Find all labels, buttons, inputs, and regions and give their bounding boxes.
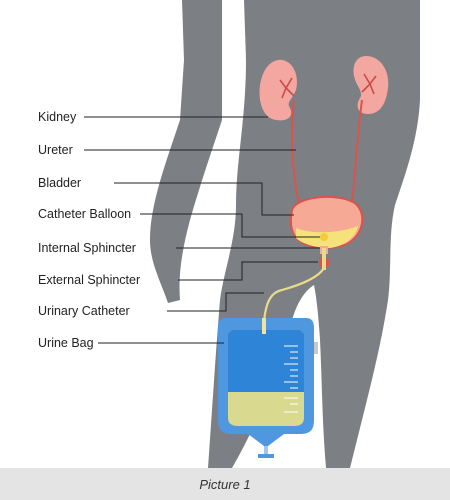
catheter-balloon-leader bbox=[140, 213, 320, 238]
urine-bag bbox=[218, 318, 314, 458]
leader-lines bbox=[84, 116, 320, 344]
bladder-label: Bladder bbox=[38, 176, 81, 190]
catheter-balloon bbox=[320, 233, 328, 241]
external-sphincter-label: External Sphincter bbox=[38, 273, 140, 287]
labels: Kidney Ureter Bladder Catheter Balloon I… bbox=[38, 110, 140, 350]
internal-sphincter-label: Internal Sphincter bbox=[38, 241, 136, 255]
right-kidney-vessels bbox=[361, 73, 377, 95]
bladder-leader bbox=[114, 182, 294, 216]
bladder bbox=[289, 195, 364, 249]
left-kidney-vessels bbox=[279, 77, 295, 99]
urinary-catheter-leader bbox=[167, 292, 264, 312]
left-kidney bbox=[259, 59, 298, 121]
drain-cap bbox=[258, 454, 274, 458]
bag-inlet bbox=[262, 318, 266, 334]
kidney-label: Kidney bbox=[38, 110, 77, 124]
kidneys bbox=[259, 56, 389, 121]
bag-urine bbox=[228, 392, 304, 426]
ureter-label: Ureter bbox=[38, 143, 73, 157]
urethra bbox=[319, 246, 329, 270]
figure-caption: Picture 1 bbox=[199, 476, 251, 492]
bag-scale bbox=[284, 345, 298, 413]
catheter-balloon-label: Catheter Balloon bbox=[38, 207, 131, 221]
urinary-catheter-label: Urinary Catheter bbox=[38, 304, 130, 318]
bag-outlet bbox=[248, 434, 284, 446]
urinary-catheter-tube bbox=[262, 267, 325, 323]
drain-valve bbox=[264, 446, 268, 456]
caption-bar: Picture 1 bbox=[0, 468, 450, 500]
urethra-tube bbox=[322, 248, 326, 270]
urinary-catheter-diagram: Kidney Ureter Bladder Catheter Balloon I… bbox=[38, 0, 420, 468]
urine-bag-label: Urine Bag bbox=[38, 336, 94, 350]
left-arm bbox=[150, 0, 222, 303]
external-sphincter-leader bbox=[178, 261, 318, 281]
